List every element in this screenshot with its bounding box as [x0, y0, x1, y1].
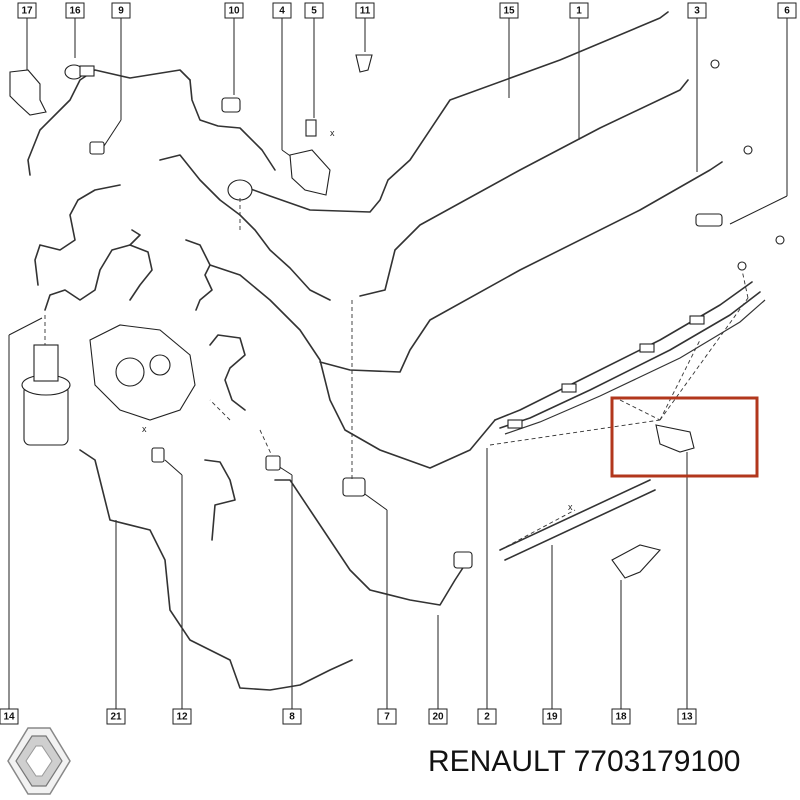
callout-14: 14: [0, 317, 43, 725]
callout-2: 2: [477, 448, 497, 725]
svg-text:9: 9: [118, 6, 124, 17]
pipe-center-left: [185, 239, 213, 311]
renault-diamond-logo: [7, 727, 71, 795]
callout-15: 15: [499, 2, 519, 98]
clip-12: [151, 447, 165, 463]
pipe-mid-left: [34, 184, 121, 286]
fuel-pipes: [27, 11, 766, 691]
x-mark: x: [142, 424, 147, 434]
svg-text:8: 8: [289, 712, 295, 723]
highlight-box: [610, 396, 759, 478]
svg-text:15: 15: [503, 6, 515, 17]
x-mark: x: [568, 502, 573, 512]
canister: [227, 179, 253, 201]
assembly-guides: [44, 198, 749, 551]
clip-9: [89, 141, 105, 155]
svg-text:13: 13: [681, 712, 693, 723]
hose-21: [79, 449, 353, 691]
svg-text:3: 3: [694, 6, 700, 17]
parts: [9, 54, 785, 579]
callout-18: 18: [611, 580, 631, 725]
pipe-upper-left: [27, 69, 191, 176]
svg-text:4: 4: [279, 6, 285, 17]
callout-20: 20: [428, 615, 448, 725]
svg-text:2: 2: [484, 712, 490, 723]
bracket-4: [289, 149, 331, 196]
callout-7: 7: [361, 491, 397, 725]
svg-text:17: 17: [21, 6, 33, 17]
callout-11: 11: [355, 2, 375, 52]
callout-3: 3: [687, 2, 707, 172]
pipe-center-long: [209, 264, 496, 469]
callout-4: 4: [272, 2, 297, 161]
clip-11: [355, 54, 373, 73]
pipe-3: [319, 161, 723, 373]
callout-21: 21: [106, 520, 126, 725]
svg-text:18: 18: [615, 712, 627, 723]
pipe-center-loop: [209, 334, 246, 411]
svg-text:11: 11: [360, 6, 371, 17]
high-pressure-pump: [89, 324, 196, 421]
sensor-6: [695, 213, 723, 227]
fuel-filter-14: [21, 344, 71, 446]
callout-19: 19: [542, 545, 562, 725]
callout-16: 16: [65, 2, 85, 58]
part-number-label: RENAULT 7703179100: [428, 745, 741, 778]
pipe-filter-loop: [44, 229, 141, 311]
pipe-upper-mid: [189, 79, 276, 171]
svg-text:1: 1: [576, 6, 582, 17]
bolt-5: [305, 119, 317, 137]
svg-text:5: 5: [311, 6, 317, 17]
strip-19-b: [504, 489, 656, 561]
callout-9: 9: [103, 2, 131, 147]
svg-text:7: 7: [384, 712, 390, 723]
hose-20: [274, 479, 469, 606]
svg-text:21: 21: [110, 712, 122, 723]
svg-text:19: 19: [546, 712, 558, 723]
pipe-15: [247, 11, 669, 213]
bracket-18: [611, 544, 662, 579]
callout-5: 5: [304, 2, 324, 118]
hose-8: [204, 459, 236, 541]
connector-10: [221, 97, 241, 113]
svg-text:12: 12: [176, 712, 188, 723]
x-mark: x: [330, 128, 335, 138]
svg-text:16: 16: [69, 6, 81, 17]
connector-7: [342, 477, 366, 497]
callout-12: 12: [164, 459, 192, 725]
clip-8: [265, 455, 281, 471]
pipe-2-rail: [494, 281, 753, 421]
bracket-17: [9, 69, 47, 116]
callout-17: 17: [17, 2, 37, 80]
strip-19: [499, 479, 651, 551]
callout-10: 10: [224, 2, 244, 95]
svg-text:20: 20: [432, 712, 444, 723]
callout-1: 1: [569, 2, 589, 140]
callout-13: 13: [677, 452, 697, 725]
pipe-1: [359, 79, 689, 297]
svg-text:6: 6: [784, 6, 790, 17]
callout-8: 8: [277, 465, 302, 725]
svg-text:10: 10: [228, 6, 240, 17]
pipe-to-pump: [129, 244, 153, 301]
callout-6: 6: [729, 2, 797, 225]
clip-13: [655, 424, 695, 453]
svg-text:14: 14: [3, 712, 15, 723]
pipe-mid-curve: [159, 154, 331, 301]
pipe-2-rail-b: [499, 291, 761, 429]
connector-20: [453, 551, 473, 569]
pipe-2-rail-c: [504, 299, 766, 435]
